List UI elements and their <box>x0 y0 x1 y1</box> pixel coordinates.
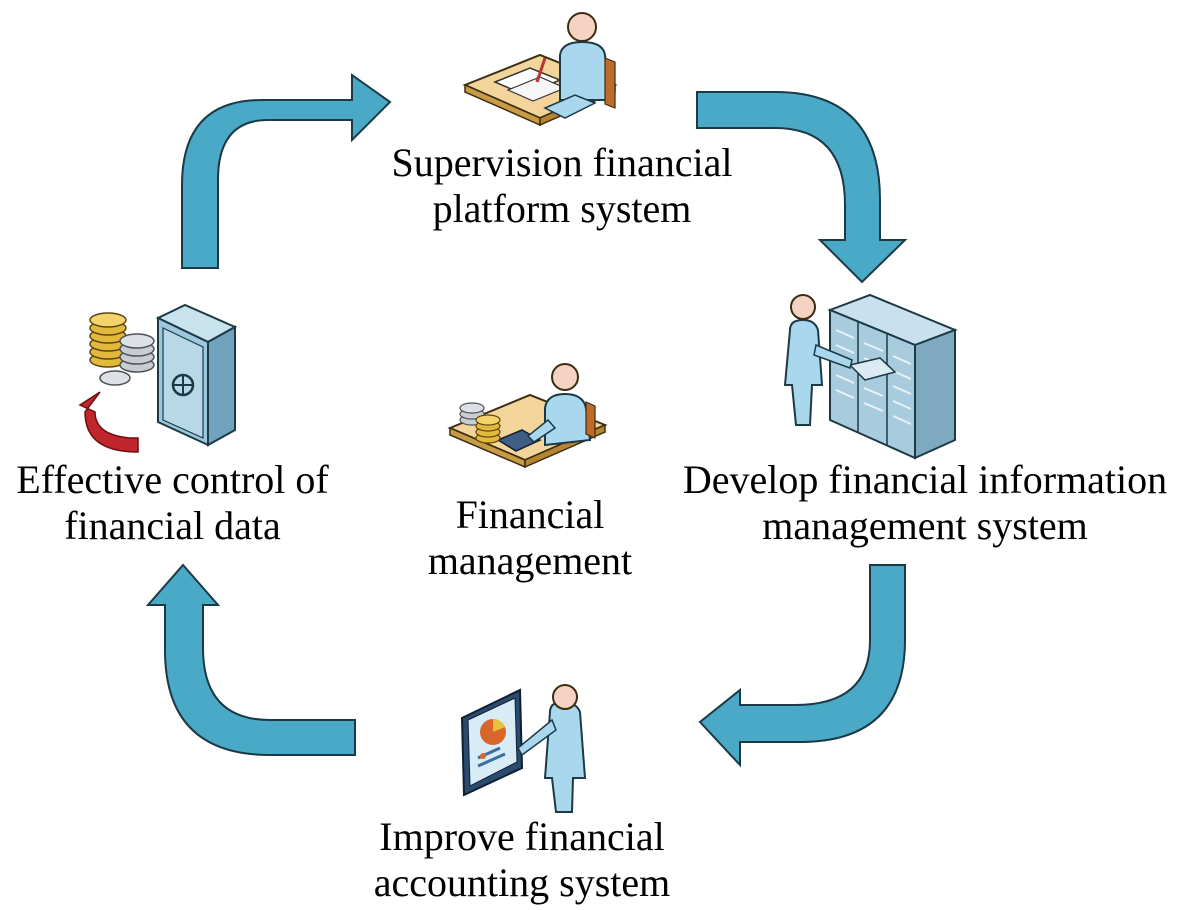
person-at-desk-writing-icon <box>462 12 618 127</box>
supervision-line-2: platform system <box>432 186 692 231</box>
return-arrow-icon <box>78 391 139 453</box>
improve-line-2: accounting system <box>373 860 671 905</box>
develop-line-2: management system <box>762 503 1088 548</box>
coins-and-safe-icon <box>78 303 238 453</box>
arrow-develop-to-improve <box>698 564 906 768</box>
node-label-develop: Develop financial information management… <box>655 457 1195 549</box>
node-label-effective: Effective control of financial data <box>0 457 345 549</box>
node-label-center: Financial management <box>400 492 660 584</box>
person-presenting-chart-icon <box>460 684 587 813</box>
supervision-line-1: Supervision financial <box>391 140 733 185</box>
center-line-2: management <box>427 538 633 583</box>
develop-line-1: Develop financial information <box>682 457 1168 502</box>
node-label-supervision: Supervision financial platform system <box>362 140 762 232</box>
arrow-supervision-to-develop <box>696 91 908 284</box>
arrow-improve-to-effective <box>145 563 356 756</box>
node-label-improve: Improve financial accounting system <box>322 814 722 906</box>
center-line-1: Financial <box>455 492 605 537</box>
person-at-server-racks-icon <box>783 293 958 460</box>
effective-line-2: financial data <box>64 503 281 548</box>
effective-line-1: Effective control of <box>16 457 329 502</box>
improve-line-1: Improve financial <box>379 814 665 859</box>
person-with-calculator-and-coins-icon <box>447 363 608 469</box>
arrow-effective-to-supervision <box>181 73 392 269</box>
